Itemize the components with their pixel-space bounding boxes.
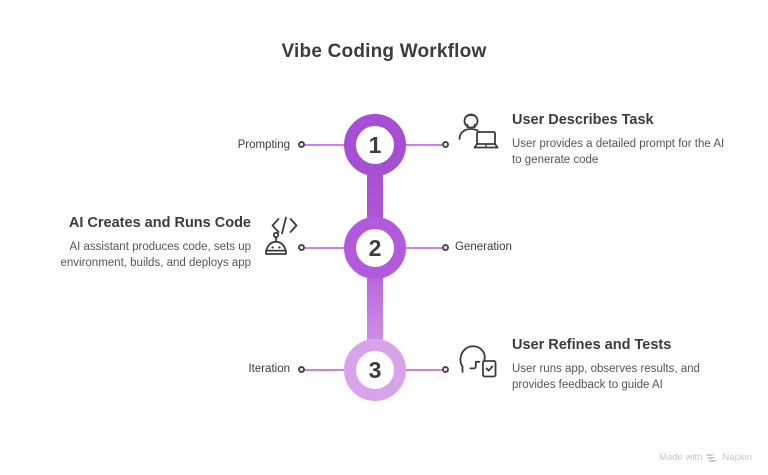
robot-code-icon (261, 215, 305, 261)
page-title: Vibe Coding Workflow (281, 41, 487, 62)
napkin-watermark: Made with Napkin (659, 452, 752, 463)
connector-line-step-1-left (303, 144, 347, 146)
side-label-iteration: Iteration (248, 363, 290, 375)
step-3-text-column: User Refines and Tests User runs app, ob… (512, 337, 730, 394)
step-content-1: User Describes Task User provides a deta… (456, 112, 726, 169)
person-with-laptop-icon (456, 112, 500, 158)
step-3-description: User runs app, observes results, and pro… (512, 362, 700, 392)
head-checklist-icon (456, 337, 500, 383)
step-content-3: User Refines and Tests User runs app, ob… (456, 337, 731, 394)
step-2-heading: AI Creates and Runs Code (68, 215, 251, 231)
connector-line-step-1-right (404, 144, 444, 146)
connector-dot-step-3-left (298, 366, 305, 373)
connector-dot-step-1-left (298, 141, 305, 148)
step-content-2: AI Creates and Runs Code AI assistant pr… (40, 215, 305, 272)
step-number-2: 2 (368, 234, 382, 261)
connector-dot-step-1-right (442, 141, 449, 148)
step-2-description: AI assistant produces code, sets up envi… (60, 240, 251, 270)
step-number-3: 3 (368, 356, 382, 383)
connector-line-step-3-right (404, 369, 444, 371)
connector-line-step-3-left (303, 369, 347, 371)
connector-dot-step-3-right (442, 366, 449, 373)
step-1-text-column: User Describes Task User provides a deta… (512, 112, 726, 169)
step-node-1[interactable]: 1 (344, 114, 406, 176)
step-node-2[interactable]: 2 (344, 217, 406, 279)
side-label-prompting: Prompting (237, 139, 290, 151)
napkin-logo-icon (706, 453, 718, 463)
step-3-heading: User Refines and Tests (512, 337, 672, 353)
connector-dot-step-2-left (298, 244, 305, 251)
watermark-brand-label: Napkin (722, 452, 752, 463)
step-2-text-column: AI Creates and Runs Code AI assistant pr… (46, 215, 251, 272)
step-number-1: 1 (368, 131, 382, 158)
side-label-generation: Generation (455, 241, 512, 253)
watermark-made-with-label: Made with (659, 452, 703, 463)
step-1-heading: User Describes Task (512, 112, 654, 128)
step-1-description: User provides a detailed prompt for the … (512, 137, 725, 167)
connector-line-step-2-left (303, 247, 347, 249)
connector-line-step-2-right (404, 247, 444, 249)
connector-dot-step-2-right (442, 244, 449, 251)
step-node-3[interactable]: 3 (344, 339, 406, 401)
